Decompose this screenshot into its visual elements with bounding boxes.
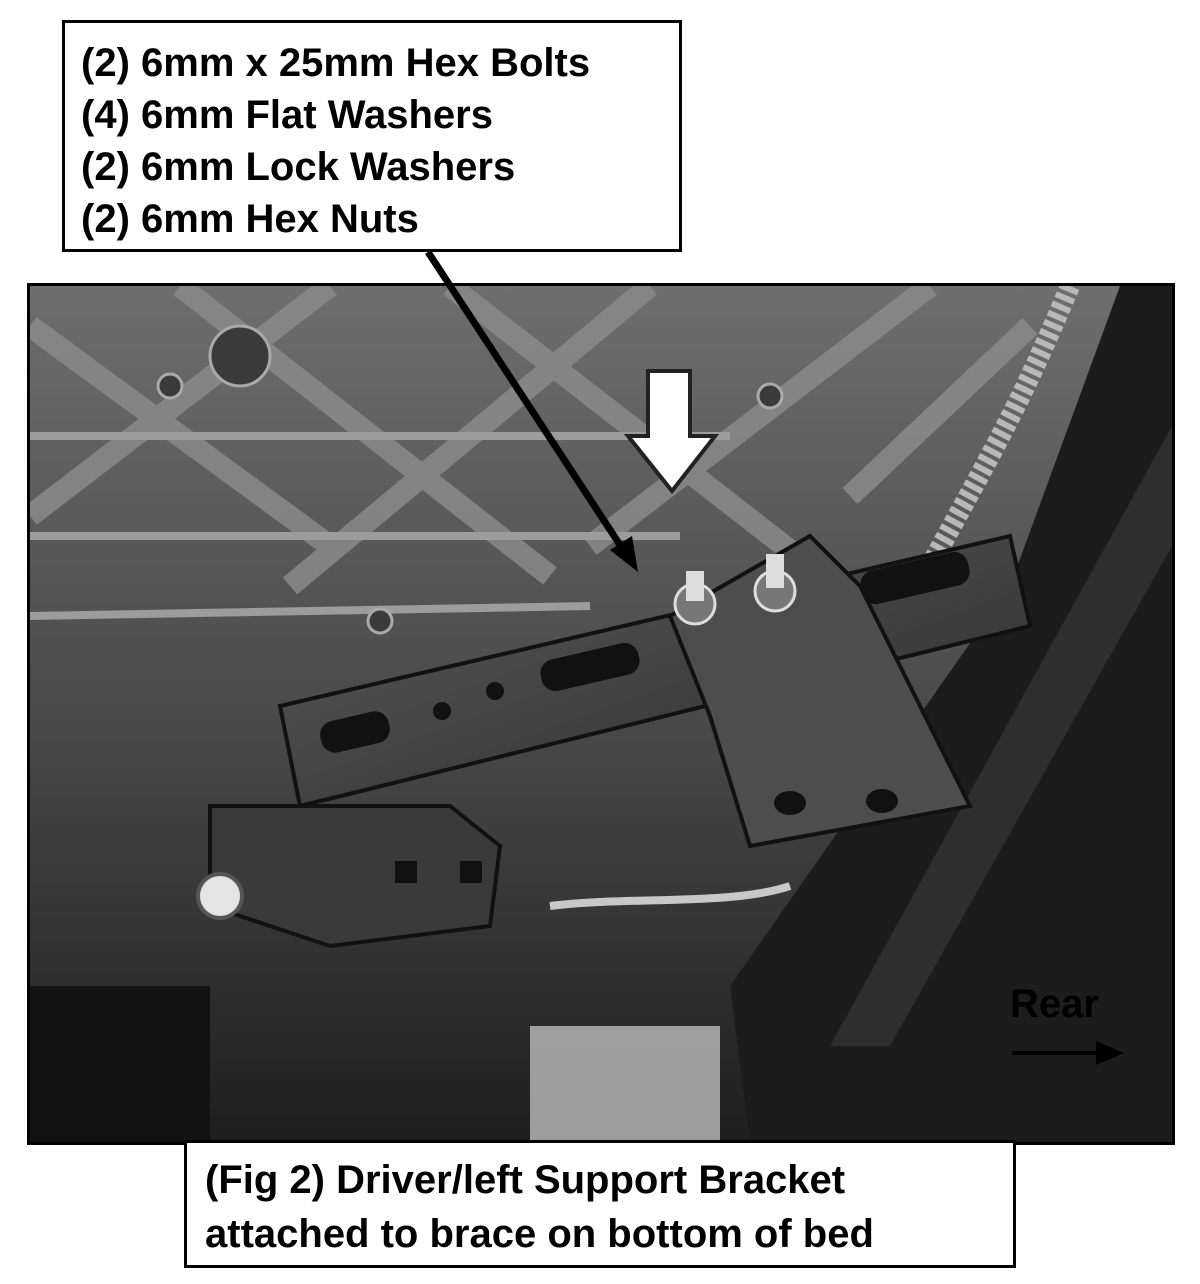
caption-line: (Fig 2) Driver/left Support Bracket — [205, 1158, 846, 1202]
bracket-photo — [27, 283, 1175, 1145]
hardware-item: (2) 6mm Hex Nuts — [81, 197, 419, 241]
caption-line: attached to brace on bottom of bed — [205, 1212, 874, 1256]
right-arrow-icon — [1012, 1041, 1124, 1065]
hardware-item: (2) 6mm Lock Washers — [81, 145, 516, 189]
hardware-callout-box: (2) 6mm x 25mm Hex Bolts (4) 6mm Flat Wa… — [62, 20, 682, 252]
figure-caption-box: (Fig 2) Driver/left Support Bracket atta… — [184, 1140, 1016, 1268]
hardware-item: (2) 6mm x 25mm Hex Bolts — [81, 41, 591, 85]
down-arrow-icon — [623, 369, 720, 495]
hardware-item: (4) 6mm Flat Washers — [81, 93, 493, 137]
rear-direction-label: Rear — [1010, 982, 1099, 1026]
